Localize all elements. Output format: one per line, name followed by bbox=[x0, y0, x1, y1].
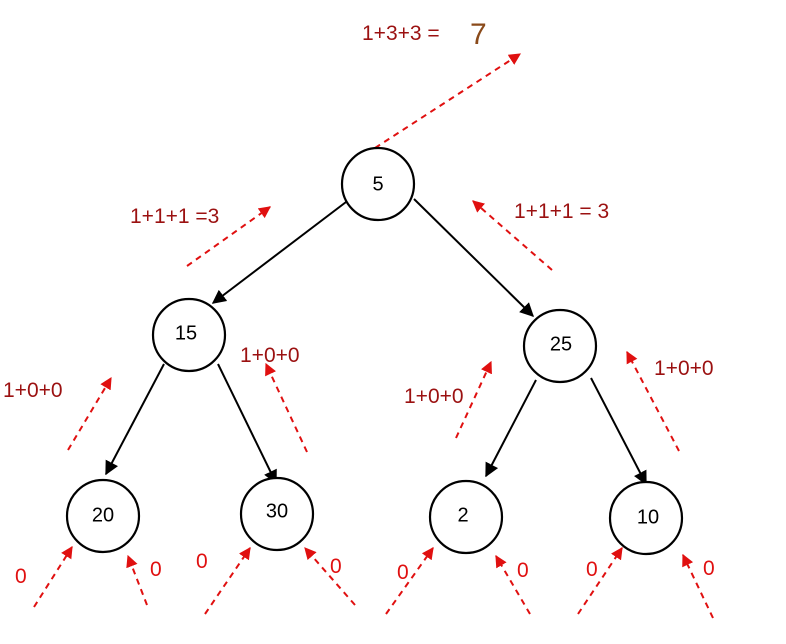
node-circle bbox=[608, 480, 684, 556]
tree-node-20: 20 bbox=[65, 478, 141, 554]
arrow-n2-right-null bbox=[495, 554, 531, 615]
tree-node-2: 2 bbox=[428, 479, 504, 555]
edge-5-25 bbox=[413, 198, 534, 317]
zero-label: 0 bbox=[586, 558, 598, 581]
n10-sum-label: 1+0+0 bbox=[654, 357, 714, 380]
edge-25-10 bbox=[590, 377, 647, 486]
node-circle bbox=[522, 308, 598, 384]
arrow-n20-right-null bbox=[126, 554, 148, 606]
tree-node-5: 5 bbox=[340, 146, 416, 222]
zero-label: 0 bbox=[150, 558, 162, 581]
arrow-n10-right-null bbox=[682, 553, 714, 619]
arrow-n20-up bbox=[67, 376, 112, 451]
zero-label: 0 bbox=[15, 565, 27, 588]
n30-sum-label: 1+0+0 bbox=[240, 344, 300, 367]
node-circle bbox=[428, 479, 504, 555]
edge-15-30 bbox=[217, 363, 277, 485]
node-value: 2 bbox=[457, 504, 468, 526]
arrow-n2-left-null bbox=[385, 547, 434, 615]
node-value: 25 bbox=[550, 333, 572, 355]
n2-sum-label: 1+0+0 bbox=[404, 385, 464, 408]
n20-sum-label: 1+0+0 bbox=[3, 379, 63, 402]
zero-label: 0 bbox=[196, 550, 208, 573]
zero-label: 0 bbox=[517, 559, 529, 582]
tree-node-15: 15 bbox=[151, 297, 227, 373]
arrow-left-subtree-up bbox=[186, 206, 271, 267]
left-subtree-sum-label: 1+1+1 =3 bbox=[130, 205, 219, 228]
node-circle bbox=[340, 146, 416, 222]
tree-node-30: 30 bbox=[239, 476, 315, 552]
root-sum-prefix: 1+3+3 = bbox=[362, 22, 440, 45]
arrow-n30-left-null bbox=[204, 547, 251, 615]
zero-label: 0 bbox=[703, 557, 715, 580]
arrow-n10-left-null bbox=[577, 547, 623, 615]
edge-5-15 bbox=[211, 198, 351, 304]
node-circle bbox=[151, 297, 227, 373]
arrow-n2-up bbox=[455, 360, 492, 439]
null-child-zero-labels: 0 0 0 0 0 0 0 0 bbox=[15, 550, 715, 588]
node-value: 10 bbox=[637, 506, 659, 528]
arrow-n30-right-null bbox=[304, 547, 356, 606]
tree-node-10: 10 bbox=[608, 480, 684, 556]
arrow-n30-up bbox=[265, 362, 308, 453]
tree-node-25: 25 bbox=[522, 308, 598, 384]
node-value: 20 bbox=[92, 504, 114, 526]
edge-15-20 bbox=[105, 363, 165, 476]
recursion-arrows bbox=[33, 53, 714, 619]
root-sum-label: 1+3+3 = 7 bbox=[362, 18, 487, 51]
arrow-root-up bbox=[374, 53, 522, 149]
edge-25-2 bbox=[485, 379, 537, 478]
node-value: 15 bbox=[175, 322, 197, 344]
node-circle bbox=[239, 476, 315, 552]
zero-label: 0 bbox=[397, 561, 409, 584]
root-sum-result: 7 bbox=[470, 18, 487, 51]
arrow-n10-up bbox=[626, 350, 680, 452]
node-value: 30 bbox=[266, 500, 288, 522]
zero-label: 0 bbox=[330, 555, 342, 578]
node-value: 5 bbox=[372, 173, 383, 195]
node-circle bbox=[65, 478, 141, 554]
tree-edges bbox=[105, 198, 647, 486]
right-subtree-sum-label: 1+1+1 = 3 bbox=[514, 200, 609, 223]
arrow-n20-left-null bbox=[33, 545, 73, 608]
